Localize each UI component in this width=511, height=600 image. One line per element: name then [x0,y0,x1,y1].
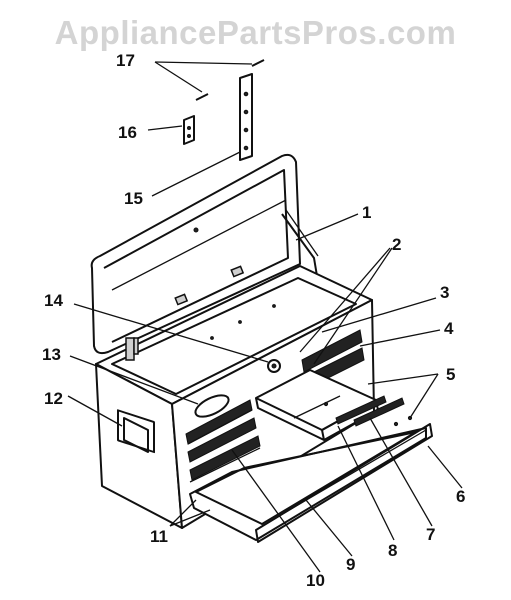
callout-17: 17 [116,51,135,70]
callout-2: 2 [392,235,401,254]
callout-5: 5 [446,365,455,384]
hinge-parts [183,59,265,161]
callout-14: 14 [44,291,63,310]
callout-13: 13 [42,345,61,364]
callout-11: 11 [150,527,168,546]
callout-7: 7 [426,525,435,544]
callout-9: 9 [346,555,355,574]
lid [90,153,301,355]
callout-8: 8 [388,541,397,560]
callout-12: 12 [44,389,63,408]
callout-3: 3 [440,283,449,302]
callout-15: 15 [124,189,143,208]
callouts: 17 16 15 1 2 3 4 5 6 7 8 9 10 11 12 13 1… [42,51,465,590]
callout-16: 16 [118,123,137,142]
callout-1: 1 [362,203,371,222]
leader-lines [67,61,463,573]
callout-10: 10 [306,571,325,590]
drawers [185,329,433,543]
watermark: AppliancePartsPros.com [54,14,457,51]
callout-4: 4 [444,319,454,338]
callout-6: 6 [456,487,465,506]
